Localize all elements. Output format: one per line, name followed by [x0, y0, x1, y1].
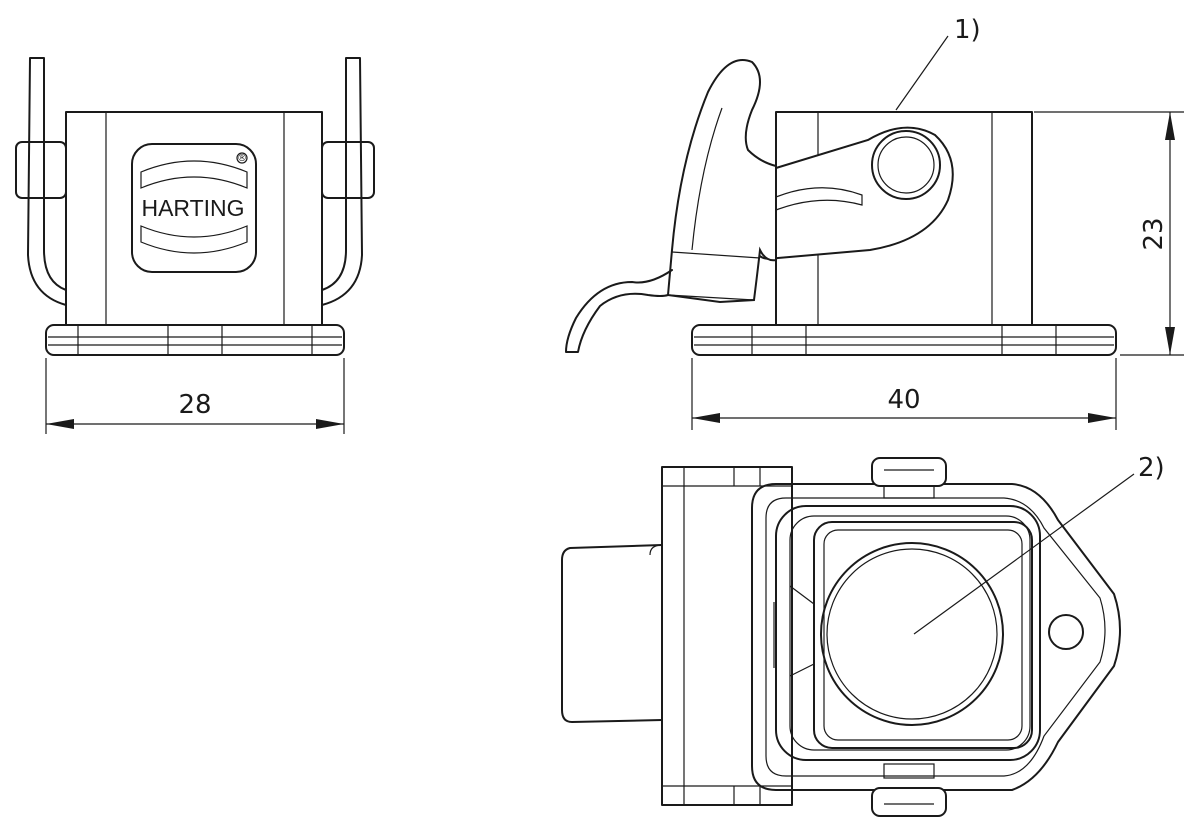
dimension-height-side: 23 [1034, 111, 1184, 356]
top-pin-lower [871, 763, 947, 817]
callout-1-label: 1) [954, 15, 981, 45]
dimension-width-front: 28 [45, 358, 345, 434]
callout-2: 2) [913, 453, 1165, 635]
top-inner-housing [773, 505, 1041, 761]
callout-2-label: 2) [1138, 453, 1165, 483]
front-view: HARTING ® 28 [15, 57, 375, 434]
front-base-flange [45, 324, 345, 356]
callout-1: 1) [895, 15, 981, 111]
top-pin-upper [871, 457, 947, 499]
front-housing-body [65, 111, 323, 326]
harting-logo: HARTING ® [131, 143, 257, 273]
logo-text: HARTING [141, 195, 244, 221]
top-flange [751, 483, 1121, 791]
registered-mark: ® [237, 153, 247, 164]
dimension-label-28: 28 [178, 390, 211, 420]
top-cover-disc [820, 542, 1004, 726]
dimension-label-23: 23 [1139, 217, 1169, 250]
dimension-label-40: 40 [887, 385, 920, 415]
front-right-lever [321, 57, 375, 306]
top-lever-housing [561, 466, 793, 806]
side-locking-lever [749, 126, 954, 260]
side-latch [565, 59, 777, 353]
side-base-flange [691, 324, 1117, 356]
side-view: 1) 40 23 [565, 15, 1184, 430]
dimension-width-side: 40 [691, 358, 1117, 430]
top-view: 2) [561, 453, 1165, 817]
front-left-lever [15, 57, 67, 306]
